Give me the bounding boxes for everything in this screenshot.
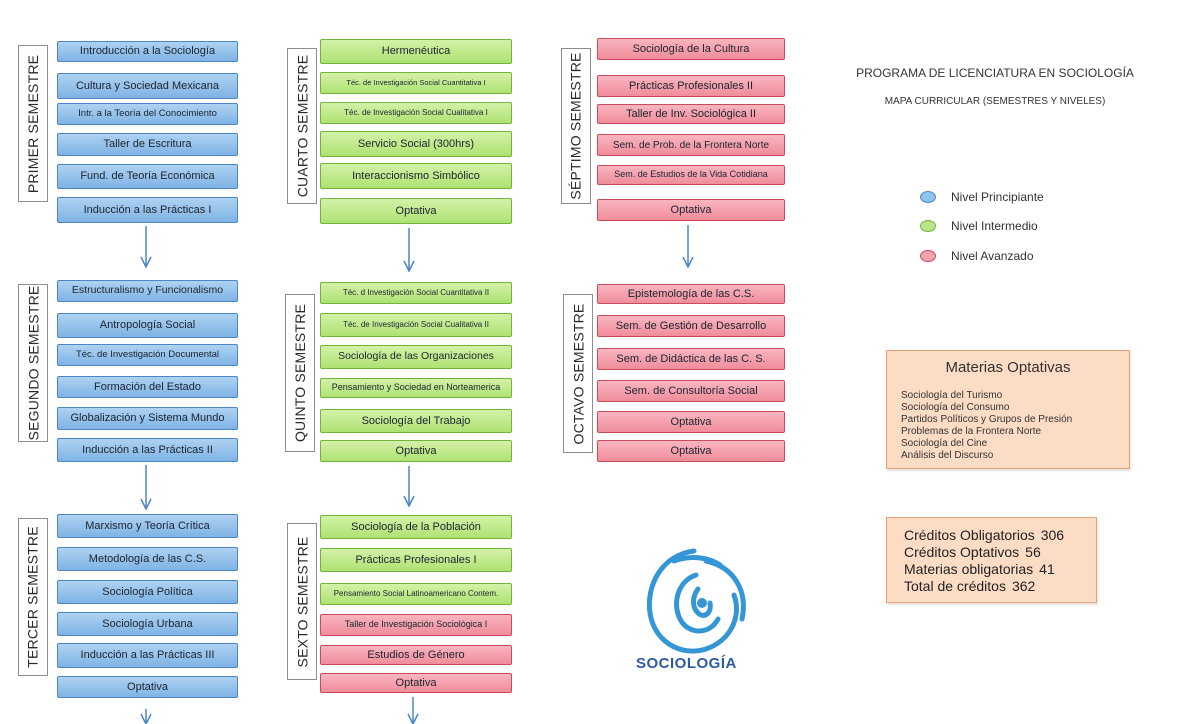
credit-label: Total de créditos — [904, 578, 1006, 594]
course-s6-1: Sociología de la Población — [320, 515, 512, 539]
course-s2-6: Inducción a las Prácticas II — [57, 438, 238, 462]
elective-item: Sociología del Cine — [901, 438, 988, 449]
legend-dot-advanced — [920, 250, 936, 262]
semester-label-7: SÉPTIMO SEMESTRE — [561, 48, 591, 204]
credit-label: Créditos Optativos — [904, 544, 1020, 560]
course-s3-3: Sociología Política — [57, 580, 238, 604]
course-s7-6: Optativa — [597, 199, 785, 221]
course-s5-5: Sociología del Trabajo — [320, 409, 512, 433]
course-s4-3: Téc. de Investigación Social Cualitativa… — [320, 102, 512, 124]
course-s8-6: Optativa — [597, 440, 785, 462]
elective-item: Partidos Políticos y Grupos de Presión — [901, 414, 1073, 425]
credit-value: 41 — [1039, 561, 1055, 577]
course-s3-6: Optativa — [57, 676, 238, 698]
course-s2-5: Globalización y Sistema Mundo — [57, 407, 238, 430]
elective-item: Sociología del Turismo — [901, 390, 1003, 401]
course-s8-4: Sem. de Consultoría Social — [597, 380, 785, 402]
legend-item-advanced: Nivel Avanzado — [920, 249, 1034, 263]
page-title: PROGRAMA DE LICENCIATURA EN SOCIOLOGÍA — [856, 66, 1134, 80]
credit-row: Créditos Optativos 56 — [904, 544, 1096, 561]
elective-item: Sociología del Consumo — [901, 402, 1010, 413]
course-s1-1: Introducción a la Sociología — [57, 41, 238, 62]
credit-label: Materias obligatorias — [904, 561, 1034, 577]
semester-label-6: SEXTO SEMESTRE — [287, 523, 317, 680]
credit-row: Créditos Obligatorios 306 — [904, 527, 1096, 544]
legend-label-intermediate: Nivel Intermedio — [951, 219, 1038, 233]
course-s7-3: Taller de Inv. Sociológica II — [597, 104, 785, 124]
semester-label-1: PRIMER SEMESTRE — [18, 45, 48, 202]
credit-label: Créditos Obligatorios — [904, 527, 1035, 543]
electives-box: Materias Optativas Sociología del Turism… — [886, 350, 1130, 469]
course-s6-4: Taller de Investigación Sociológica I — [320, 614, 512, 636]
legend-label-beginner: Nivel Principiante — [951, 190, 1044, 204]
course-s6-2: Prácticas Profesionales I — [320, 548, 512, 572]
course-s3-2: Metodología de las C.S. — [57, 547, 238, 571]
elective-item: Problemas de la Frontera Norte — [901, 426, 1042, 437]
electives-title: Materias Optativas — [945, 359, 1071, 376]
course-s5-1: Téc. d Investigación Social Cuantitativa… — [320, 282, 512, 304]
course-s8-5: Optativa — [597, 411, 785, 433]
course-s1-3: Intr. a la Teoría del Conocimiento — [57, 103, 238, 125]
credit-value: 306 — [1040, 527, 1065, 543]
course-s7-1: Sociología de la Cultura — [597, 38, 785, 60]
credit-value: 56 — [1025, 544, 1041, 560]
credit-value: 362 — [1011, 578, 1036, 594]
course-s6-6: Optativa — [320, 673, 512, 693]
semester-label-8: OCTAVO SEMESTRE — [563, 294, 593, 453]
course-s7-5: Sem. de Estudios de la Vida Cotidiana — [597, 165, 785, 185]
legend-item-intermediate: Nivel Intermedio — [920, 219, 1038, 233]
course-s3-5: Inducción a las Prácticas III — [57, 643, 238, 668]
course-s7-2: Prácticas Profesionales II — [597, 75, 785, 97]
course-s8-2: Sem. de Gestión de Desarrollo — [597, 315, 785, 337]
sociologia-logo: SOCIOLOGÍA — [636, 548, 746, 672]
course-s1-4: Taller de Escritura — [57, 133, 238, 156]
course-s5-3: Sociología de las Organizaciones — [320, 345, 512, 369]
credit-row: Materias obligatorias 41 — [904, 561, 1096, 578]
course-s6-3: Pensamiento Social Latinoamericano Conte… — [320, 583, 512, 605]
course-s4-4: Servicio Social (300hrs) — [320, 131, 512, 157]
elective-item: Análisis del Discurso — [901, 450, 994, 461]
legend-label-advanced: Nivel Avanzado — [951, 249, 1034, 263]
course-s3-4: Sociología Urbana — [57, 612, 238, 636]
course-s5-4: Pensamiento y Sociedad en Norteamerica — [320, 378, 512, 398]
legend-item-beginner: Nivel Principiante — [920, 190, 1044, 204]
legend-dot-beginner — [920, 191, 936, 203]
course-s2-2: Antropología Social — [57, 313, 238, 338]
course-s8-3: Sem. de Didáctica de las C. S. — [597, 348, 785, 370]
semester-label-3: TERCER SEMESTRE — [18, 518, 48, 676]
page-subtitle: MAPA CURRICULAR (SEMESTRES Y NIVELES) — [884, 96, 1106, 107]
course-s4-6: Optativa — [320, 198, 512, 224]
course-s7-4: Sem. de Prob. de la Frontera Norte — [597, 134, 785, 156]
semester-label-4: CUARTO SEMESTRE — [287, 48, 317, 204]
credit-row: Total de créditos 362 — [904, 578, 1096, 595]
course-s5-2: Téc. de Investigación Social Cualitativa… — [320, 313, 512, 337]
course-s4-2: Téc. de Investigación Social Cuantitativ… — [320, 72, 512, 94]
logo-text: SOCIOLOGÍA — [636, 655, 737, 672]
course-s6-5: Estudios de Género — [320, 645, 512, 665]
semester-label-5: QUINTO SEMESTRE — [285, 294, 315, 452]
course-s4-5: Interaccionismo Simbólico — [320, 163, 512, 189]
course-s8-1: Epistemología de las C.S. — [597, 284, 785, 304]
course-s1-5: Fund. de Teoría Económica — [57, 164, 238, 189]
course-s1-6: Inducción a las Prácticas I — [57, 197, 238, 223]
legend-dot-intermediate — [920, 220, 936, 232]
course-s2-3: Téc. de Investigación Documental — [57, 344, 238, 366]
course-s4-1: Hermenéutica — [320, 39, 512, 64]
course-s1-2: Cultura y Sociedad Mexicana — [57, 73, 238, 99]
course-s2-1: Estructuralismo y Funcionalismo — [57, 280, 238, 302]
course-s3-1: Marxismo y Teoría Crítica — [57, 514, 238, 538]
course-s5-6: Optativa — [320, 440, 512, 462]
course-s2-4: Formación del Estado — [57, 376, 238, 398]
semester-label-2: SEGUNDO SEMESTRE — [18, 284, 48, 442]
